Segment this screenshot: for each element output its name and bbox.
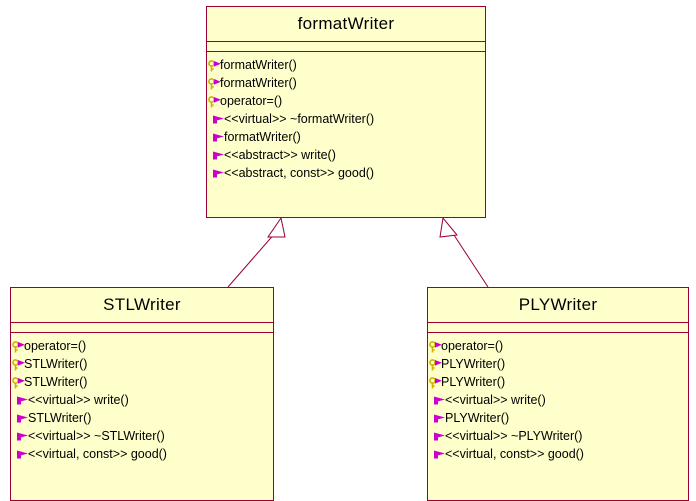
public-operation-icon (433, 394, 447, 406)
class-formatwriter[interactable]: formatWriter formatWriter()formatWriter(… (206, 6, 486, 218)
operation-signature: STLWriter() (28, 411, 92, 425)
class-stlwriter[interactable]: STLWriter operator=() STLWriter() STLWrite… (10, 287, 274, 501)
private-operation-key-icon (208, 59, 222, 72)
public-operation-icon (212, 167, 226, 179)
operation-item[interactable]: operator=() (207, 92, 485, 110)
private-operation-key-icon (12, 340, 26, 353)
operation-signature: STLWriter() (24, 357, 88, 371)
operation-signature: operator=() (441, 339, 504, 353)
operation-item[interactable]: operator=() (428, 337, 688, 355)
public-operation-icon (433, 430, 447, 442)
public-operation-icon (212, 113, 226, 125)
operation-signature: <<abstract, const>> good() (224, 166, 375, 180)
operation-item[interactable]: PLYWriter() (428, 373, 688, 391)
attributes-compartment (207, 42, 485, 52)
operation-item[interactable]: <<virtual>> ~formatWriter() (207, 110, 485, 128)
operation-item[interactable]: formatWriter() (207, 74, 485, 92)
operation-item[interactable]: <<virtual>> write() (11, 391, 273, 409)
attributes-compartment (428, 323, 688, 333)
public-operation-icon (433, 448, 447, 460)
operation-item[interactable]: <<virtual, const>> good() (11, 445, 273, 463)
operation-signature: <<virtual>> ~PLYWriter() (445, 429, 583, 443)
operation-signature: PLYWriter() (441, 357, 506, 371)
operation-signature: formatWriter() (224, 130, 301, 144)
public-operation-icon (16, 430, 30, 442)
stlwriter-generalization-arrowhead (267, 216, 286, 238)
operation-item[interactable]: operator=() (11, 337, 273, 355)
operation-item[interactable]: formatWriter() (207, 56, 485, 74)
operation-signature: <<abstract>> write() (224, 148, 336, 162)
operation-signature: operator=() (24, 339, 87, 353)
public-operation-icon (16, 448, 30, 460)
public-operation-icon (212, 149, 226, 161)
plywriter-generalization-arrowhead (439, 216, 458, 238)
operation-signature: operator=() (220, 94, 283, 108)
operation-item[interactable]: <<virtual, const>> good() (428, 445, 688, 463)
operation-item[interactable]: STLWriter() (11, 373, 273, 391)
private-operation-key-icon (429, 340, 443, 353)
private-operation-key-icon (429, 376, 443, 389)
operation-signature: <<virtual>> ~formatWriter() (224, 112, 375, 126)
operation-signature: <<virtual, const>> good() (28, 447, 167, 461)
operation-item[interactable]: <<virtual>> ~STLWriter() (11, 427, 273, 445)
private-operation-key-icon (208, 95, 222, 108)
plywriter-generalization-line (451, 231, 489, 288)
stlwriter-generalization[interactable] (227, 216, 286, 288)
operation-item[interactable]: STLWriter() (11, 355, 273, 373)
operation-signature: formatWriter() (220, 76, 297, 90)
operations-compartment: operator=() STLWriter() STLWriter() <<virtu… (11, 333, 273, 463)
class-name: STLWriter (11, 288, 273, 323)
attributes-compartment (11, 323, 273, 333)
operation-item[interactable]: PLYWriter() (428, 409, 688, 427)
operation-signature: <<virtual, const>> good() (445, 447, 584, 461)
operations-compartment: operator=() PLYWriter() PLYWriter() <<virtu… (428, 333, 688, 463)
private-operation-key-icon (12, 376, 26, 389)
operation-item[interactable]: STLWriter() (11, 409, 273, 427)
operation-signature: STLWriter() (24, 375, 88, 389)
class-name: PLYWriter (428, 288, 688, 323)
operation-signature: formatWriter() (220, 58, 297, 72)
class-plywriter[interactable]: PLYWriter operator=() PLYWriter() PLYWrite… (427, 287, 689, 501)
private-operation-key-icon (429, 358, 443, 371)
private-operation-key-icon (12, 358, 26, 371)
operation-signature: <<virtual>> write() (445, 393, 546, 407)
operation-item[interactable]: <<abstract, const>> good() (207, 164, 485, 182)
operation-item[interactable]: <<virtual>> ~PLYWriter() (428, 427, 688, 445)
stlwriter-generalization-line (227, 231, 277, 288)
operation-item[interactable]: <<abstract>> write() (207, 146, 485, 164)
operation-item[interactable]: <<virtual>> write() (428, 391, 688, 409)
public-operation-icon (433, 412, 447, 424)
class-name: formatWriter (207, 7, 485, 42)
plywriter-generalization[interactable] (439, 216, 489, 288)
public-operation-icon (16, 412, 30, 424)
public-operation-icon (212, 131, 226, 143)
private-operation-key-icon (208, 77, 222, 90)
operation-signature: PLYWriter() (441, 375, 506, 389)
operation-signature: <<virtual>> ~STLWriter() (28, 429, 165, 443)
operation-item[interactable]: PLYWriter() (428, 355, 688, 373)
public-operation-icon (16, 394, 30, 406)
operation-signature: PLYWriter() (445, 411, 510, 425)
operations-compartment: formatWriter() formatWriter() operator=() <… (207, 52, 485, 182)
operation-signature: <<virtual>> write() (28, 393, 129, 407)
operation-item[interactable]: formatWriter() (207, 128, 485, 146)
